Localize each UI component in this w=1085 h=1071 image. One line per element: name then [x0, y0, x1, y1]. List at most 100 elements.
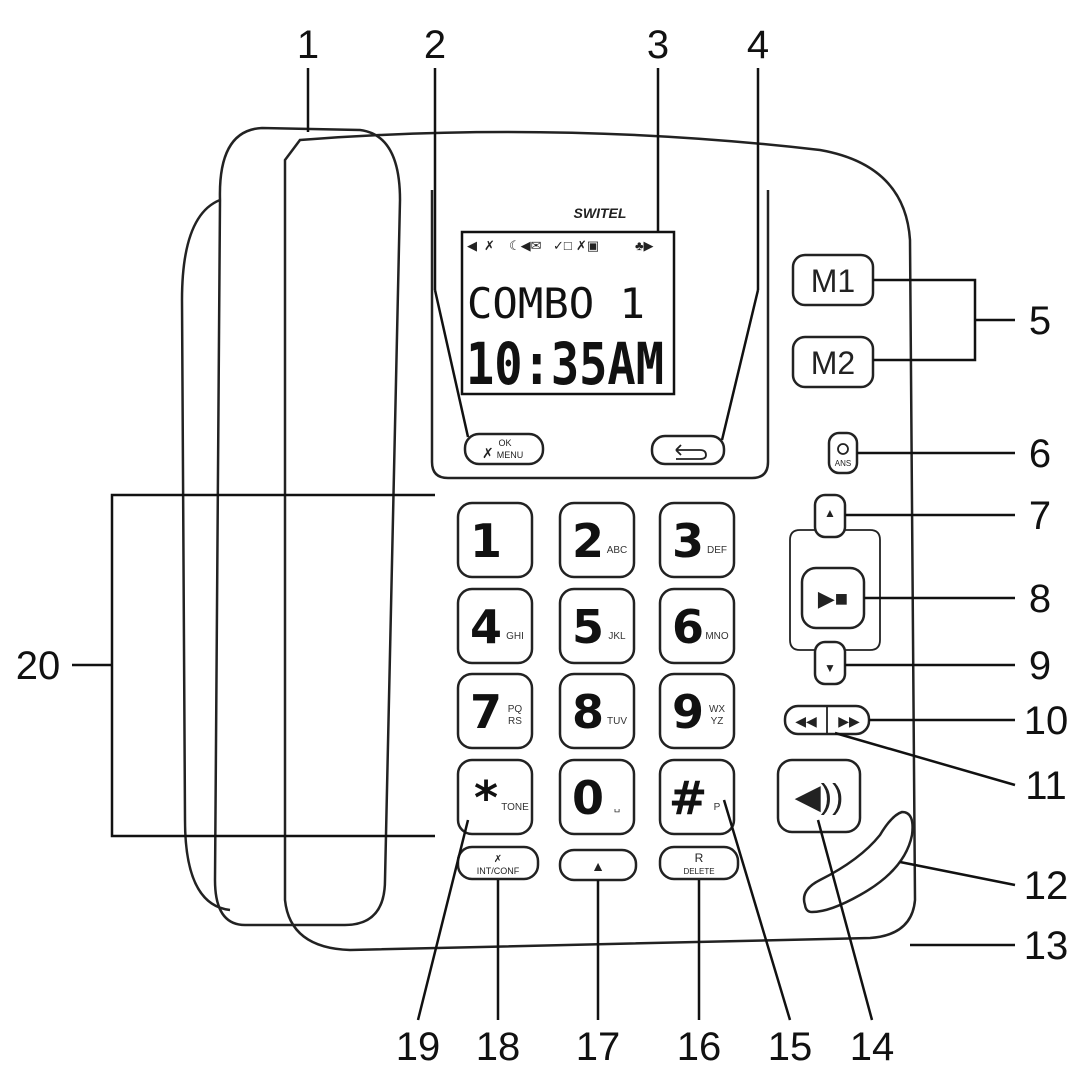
display-bezel	[430, 190, 770, 480]
handset	[213, 126, 402, 927]
key-digit-label: 1	[470, 514, 502, 568]
key-1[interactable]	[456, 501, 534, 579]
callout-13: 13	[1024, 924, 1069, 968]
callout-19: 19	[396, 1025, 441, 1069]
key-3[interactable]	[658, 501, 736, 579]
power-icon	[837, 443, 849, 455]
key-digit-label: 2	[572, 514, 604, 568]
delete-button[interactable]	[658, 845, 740, 881]
key-digit-label: 4	[470, 600, 502, 654]
key-digit-label: #	[669, 771, 708, 825]
key-7[interactable]	[456, 672, 534, 750]
m2-button[interactable]	[791, 335, 875, 389]
callout-20: 20	[16, 644, 61, 688]
int-conf-label: INT/CONF	[477, 866, 520, 876]
svg-text:✓□: ✓□	[553, 238, 572, 253]
key-letters-label: TUV	[607, 716, 627, 727]
speaker-icon: ◀))	[795, 778, 844, 816]
callout-4: 4	[747, 23, 769, 67]
ans-label: ANS	[835, 459, 851, 468]
key-digit-label: 8	[572, 685, 604, 739]
speaker-button[interactable]	[776, 758, 862, 834]
key-digit-label: 6	[672, 600, 704, 654]
callout-14: 14	[850, 1025, 895, 1069]
callout-18: 18	[476, 1025, 521, 1069]
key-letters-label: TONE	[501, 802, 529, 813]
svg-text:♣▶: ♣▶	[635, 238, 654, 253]
key-0[interactable]	[558, 758, 636, 836]
key-digit-label: 0	[572, 771, 604, 825]
lcd-screen	[460, 230, 676, 396]
key-digit-label: 3	[672, 514, 704, 568]
key-letters-label: ␣	[614, 802, 620, 813]
key-letters-label: P	[714, 802, 721, 813]
callout-8: 8	[1029, 577, 1051, 621]
handset-side	[180, 198, 231, 912]
callout-11: 11	[1025, 764, 1067, 808]
key-letters-label: ABC	[607, 545, 628, 556]
ok-menu-button[interactable]	[463, 432, 545, 466]
key-6[interactable]	[658, 587, 736, 665]
speaker-grille	[802, 810, 914, 914]
brand-logo: SWITEL	[574, 205, 627, 221]
callout-3: 3	[647, 23, 669, 67]
volume-down-icon: ▼	[824, 661, 836, 675]
lcd-status-icons: ◀ ✗ ☾◀✉ ✓□ ✗▣ ♣▶	[467, 238, 654, 253]
key-letters-label: JKL	[608, 631, 626, 642]
play-stop-icon: ▶■	[818, 586, 848, 611]
skip-forward-icon[interactable]: ▶▶	[838, 713, 860, 729]
svg-text:☾◀✉: ☾◀✉	[509, 238, 542, 253]
volume-down-button[interactable]	[813, 640, 847, 686]
lcd-line-2: 10:35AM	[466, 330, 664, 398]
key-star[interactable]	[456, 758, 534, 836]
key-9[interactable]	[658, 672, 736, 750]
callout-17: 17	[576, 1025, 621, 1069]
callout-12: 12	[1024, 864, 1069, 908]
skip-back-icon[interactable]: ◀◀	[795, 713, 817, 729]
key-digit-label: *	[474, 771, 498, 825]
phone-base-outline	[283, 130, 917, 952]
key-letters-label: PQ	[508, 704, 523, 715]
key-digit-label: 7	[470, 685, 502, 739]
key-digit-label: 5	[572, 600, 604, 654]
callout-5: 5	[1029, 299, 1051, 343]
key-digit-label: 9	[672, 685, 704, 739]
ok-menu-label: OK	[498, 438, 511, 448]
intercom-icon: ✗	[494, 854, 502, 865]
redial-icon: ▲	[591, 858, 605, 874]
key-letters-label: YZ	[711, 716, 724, 727]
delete-label-top: R	[695, 851, 704, 865]
key-letters-label: GHI	[506, 631, 524, 642]
volume-up-icon: ▲	[824, 506, 836, 520]
ok-menu-label-2: MENU	[497, 450, 524, 460]
m1-label: M1	[811, 263, 855, 299]
callout-10: 10	[1024, 699, 1069, 743]
mute-icon: ✗	[482, 445, 494, 461]
callout-numbers: 1 2 3 4 5 6 7 8 9 10 11 12 13 14 15 16 1…	[16, 23, 1069, 1069]
key-letters-label: RS	[508, 716, 522, 727]
key-2[interactable]	[558, 501, 636, 579]
callout-16: 16	[677, 1025, 722, 1069]
svg-text:✗: ✗	[484, 238, 495, 253]
callout-1: 1	[297, 23, 319, 67]
delete-label-bottom: DELETE	[683, 867, 714, 876]
back-arrow-icon	[675, 444, 707, 460]
key-hash[interactable]	[658, 758, 736, 836]
callout-2: 2	[424, 23, 446, 67]
key-5[interactable]	[558, 587, 636, 665]
callout-7: 7	[1029, 494, 1051, 538]
key-8[interactable]	[558, 672, 636, 750]
callout-6: 6	[1029, 432, 1051, 476]
am-cluster-outline	[789, 529, 881, 651]
leader-lines	[72, 68, 1016, 1021]
key-letters-label: WX	[709, 704, 725, 715]
callout-15: 15	[768, 1025, 813, 1069]
svg-text:✗▣: ✗▣	[576, 238, 599, 253]
callout-9: 9	[1029, 644, 1051, 688]
lcd-line-1: COMBO 1	[467, 279, 645, 328]
key-letters-label: MNO	[705, 631, 729, 642]
key-letters-label: DEF	[707, 545, 727, 556]
key-4[interactable]	[456, 587, 534, 665]
